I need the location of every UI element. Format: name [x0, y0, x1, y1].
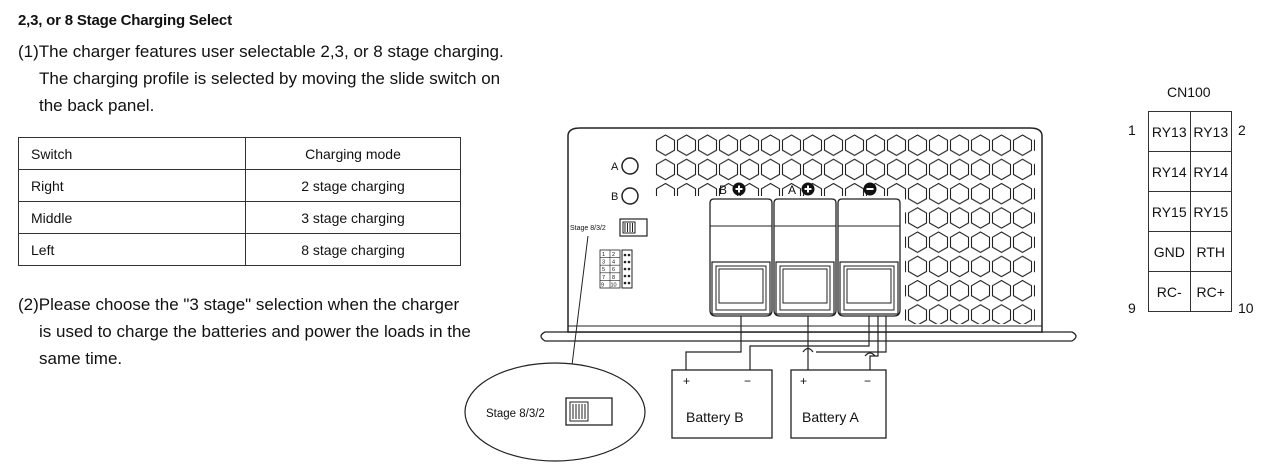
- table-cell: GND: [1148, 231, 1191, 272]
- callout-stage-label: Stage 8/3/2: [486, 408, 545, 420]
- battery-a-minus: −: [864, 374, 871, 388]
- terminal-a-label: A: [788, 183, 796, 197]
- paragraph-2-line-1: (2)Please choose the "3 stage" selection…: [18, 295, 460, 314]
- table-row: RC- RC+: [1148, 271, 1232, 312]
- table-cell: RY15: [1189, 191, 1232, 232]
- cn100-pin-1: 1: [1128, 122, 1136, 138]
- table-row: GND RTH: [1148, 231, 1232, 272]
- table-cell: 3 stage charging: [245, 201, 461, 234]
- table-cell: RY14: [1148, 151, 1191, 192]
- cn100-pin-9: 9: [1128, 300, 1136, 316]
- table-cell: Left: [18, 233, 246, 266]
- table-row: Middle 3 stage charging: [18, 201, 461, 234]
- output-terminal-b: [709, 198, 773, 317]
- connector-pin-label: 5: [602, 267, 605, 273]
- connector-pin-label: 7: [602, 275, 605, 281]
- terminal-labels: B A: [719, 182, 877, 197]
- indicator-a-label: A: [611, 161, 619, 173]
- section-heading: 2,3, or 8 Stage Charging Select: [18, 12, 232, 29]
- table-cell: RTH: [1189, 231, 1232, 272]
- table-cell: RY15: [1148, 191, 1191, 232]
- table-cell: RC+: [1189, 271, 1232, 312]
- connector-pin-label: 1: [602, 252, 605, 258]
- cn100-pin-2: 2: [1238, 122, 1246, 138]
- table-cell: RY13: [1148, 111, 1191, 152]
- table-cell: RY14: [1189, 151, 1232, 192]
- charging-mode-table: Switch Charging mode Right 2 stage charg…: [18, 137, 461, 266]
- table-cell: RY13: [1189, 111, 1232, 152]
- table-cell: 8 stage charging: [245, 233, 461, 266]
- indicator-b: B: [611, 187, 639, 205]
- table-row: Left 8 stage charging: [18, 233, 461, 266]
- paragraph-2-line-3: same time.: [39, 349, 123, 368]
- table-row: RY15 RY15: [1148, 191, 1232, 232]
- connector-pin-label: 6: [612, 267, 615, 273]
- connector-pin-label: 10: [611, 282, 617, 288]
- battery-a-label: Battery A: [802, 409, 859, 425]
- vent-grille-right: [905, 134, 1035, 324]
- table-row: RY14 RY14: [1148, 151, 1232, 192]
- table-cell: Right: [18, 169, 246, 202]
- table-row: RY13 RY13: [1148, 111, 1232, 152]
- paragraph-1-line-2: The charging profile is selected by movi…: [39, 69, 501, 88]
- paragraph-1: (1)The charger features user selectable …: [18, 38, 504, 119]
- stage-switch-label: Stage 8/3/2: [570, 225, 606, 232]
- vent-grille-top: [655, 134, 905, 196]
- connector-pin-label: 4: [612, 260, 615, 266]
- cn100-pin-10: 10: [1238, 300, 1254, 316]
- battery-a: + − Battery A: [790, 369, 887, 439]
- connector-pin-label: 3: [602, 260, 605, 266]
- indicator-b-label: B: [611, 191, 618, 203]
- table-cell: 2 stage charging: [245, 169, 461, 202]
- output-terminal-a: [773, 198, 837, 317]
- battery-b-label: Battery B: [686, 409, 744, 425]
- cn100-title: CN100: [1167, 84, 1211, 100]
- switch-callout: Stage 8/3/2: [464, 235, 646, 462]
- battery-wiring: [685, 316, 887, 372]
- connector-pin-label: 2: [612, 252, 615, 258]
- cn100-pinout-table: RY13 RY13 RY14 RY14 RY15 RY15 GND RTH RC…: [1148, 111, 1232, 312]
- terminal-b-label: B: [719, 183, 727, 197]
- paragraph-1-line-1: (1)The charger features user selectable …: [18, 42, 504, 61]
- battery-b-plus: +: [683, 374, 690, 388]
- output-terminal-negative: [837, 198, 901, 317]
- battery-b-minus: −: [744, 374, 751, 388]
- paragraph-2-line-2: is used to charge the batteries and powe…: [39, 322, 471, 341]
- connector-pin-label: 8: [612, 275, 615, 281]
- paragraph-1-line-3: the back panel.: [39, 96, 155, 115]
- paragraph-2: (2)Please choose the "3 stage" selection…: [18, 291, 471, 372]
- battery-b: + − Battery B: [671, 369, 773, 439]
- stage-slide-switch: Stage 8/3/2: [570, 218, 648, 237]
- table-cell: Middle: [18, 201, 246, 234]
- table-cell: RC-: [1148, 271, 1191, 312]
- connector-pin-label: 9: [601, 282, 604, 288]
- table-row: Right 2 stage charging: [18, 169, 461, 202]
- battery-a-plus: +: [800, 374, 807, 388]
- table-header-switch: Switch: [18, 137, 246, 170]
- pin-connector: 1 2 3 4 5 6 7 8 9 10: [599, 249, 633, 289]
- indicator-a: A: [611, 157, 639, 175]
